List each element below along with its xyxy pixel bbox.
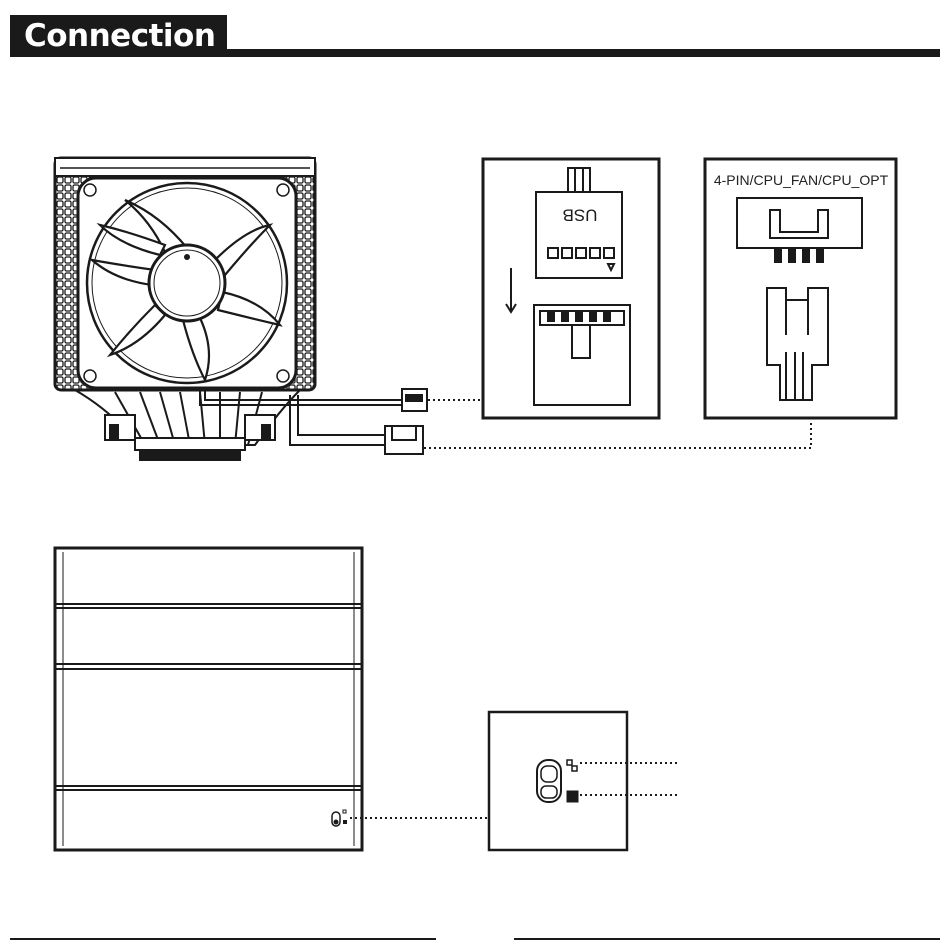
argb-connector-panel: USB <box>483 159 659 418</box>
mode-switch-panel <box>489 712 627 850</box>
fan-header-label: 4-PIN/CPU_FAN/CPU_OPT <box>706 172 896 188</box>
cpu-cooler <box>55 158 315 460</box>
footer-rule-right <box>514 938 940 940</box>
pwm-plug <box>385 426 423 454</box>
footer-rule-left <box>10 938 436 940</box>
pc-case <box>55 548 362 850</box>
argb-plug-small <box>402 389 427 411</box>
cpu-fan-header-panel <box>705 159 896 418</box>
usb-label: USB <box>563 206 598 225</box>
